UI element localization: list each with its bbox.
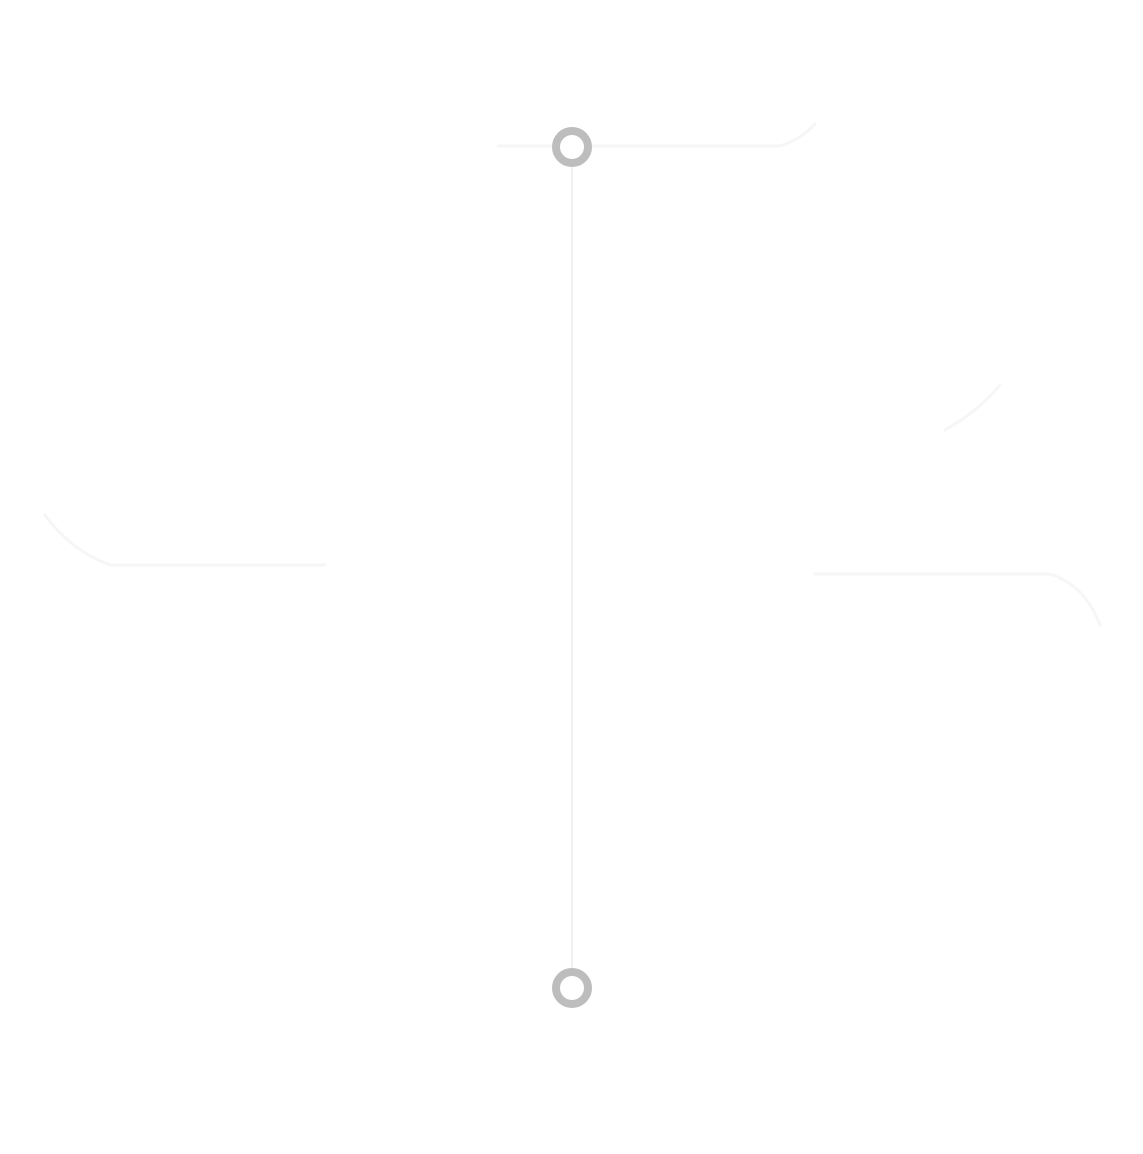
top-node [552, 127, 592, 167]
faint-right-curve [813, 572, 1102, 627]
bottom-node [552, 968, 592, 1008]
faint-top-line [496, 122, 817, 148]
faint-right-arc [943, 383, 1002, 432]
faint-left-curve [43, 513, 327, 567]
